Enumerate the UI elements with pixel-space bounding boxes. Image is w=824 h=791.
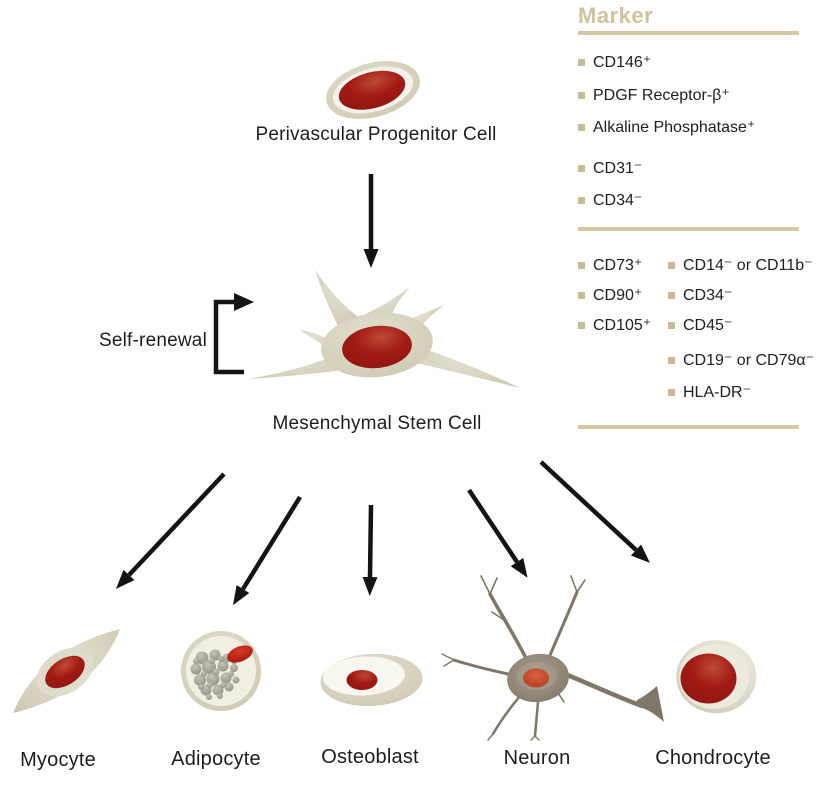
marker-item: CD34⁻ [578, 190, 642, 210]
bullet-square-icon [668, 291, 675, 299]
perivascular-progenitor-cell-graphic [326, 61, 420, 119]
marker-item: CD34⁻ [668, 285, 732, 305]
marker-item-label: CD34⁻ [683, 287, 733, 304]
axon-terminal [636, 686, 664, 722]
arrow-to-osteoblast [362, 504, 378, 596]
bullet-square-icon [578, 196, 585, 204]
marker-item: Alkaline Phosphatase⁺ [578, 117, 755, 137]
marker-item-label: Alkaline Phosphatase⁺ [593, 119, 756, 136]
marker-item: CD19⁻ or CD79α⁻ [668, 350, 814, 370]
bullet-square-icon [668, 356, 675, 364]
myocyte-graphic [13, 629, 120, 713]
adipocyte-graphic [181, 631, 261, 711]
marker-item-label: CD90⁺ [593, 287, 643, 304]
marker-item-label: CD73⁺ [593, 257, 643, 274]
dendrites [441, 575, 586, 741]
marker-item: CD45⁻ [668, 315, 732, 335]
marker-item: CD14⁻ or CD11b⁻ [668, 255, 813, 275]
marker-item: CD105⁺ [578, 315, 651, 335]
arrow-to-adipocyte [232, 495, 302, 606]
marker-item: PDGF Receptor-β⁺ [578, 85, 730, 105]
bullet-square-icon [668, 388, 675, 396]
myocyte-label: Myocyte [20, 749, 96, 771]
osteoblast-graphic [320, 653, 423, 707]
marker-item: CD73⁺ [578, 255, 642, 275]
marker-item-label: CD34⁻ [593, 192, 643, 209]
chondrocyte-graphic [676, 640, 757, 714]
self-renewal-arrow [213, 293, 254, 375]
marker-item: CD146⁺ [578, 52, 651, 72]
marker-item-label: CD105⁺ [593, 317, 652, 334]
cell-nucleus [227, 645, 253, 663]
bullet-square-icon [578, 321, 585, 329]
bullet-square-icon [578, 123, 585, 131]
arrow-to-neuron [467, 488, 528, 578]
mesenchymal-stem-cell-graphic [248, 270, 520, 388]
marker-item: CD90⁺ [578, 285, 642, 305]
marker-divider-top [578, 31, 799, 35]
bullet-square-icon [578, 58, 585, 66]
lipid-droplets [190, 649, 240, 700]
differentiation-arrows [115, 460, 650, 606]
neuron-graphic [441, 575, 664, 741]
adipocyte-label: Adipocyte [171, 748, 261, 770]
marker-item-label: CD19⁻ or CD79α⁻ [683, 352, 815, 369]
marker-panel: Marker CD146⁺ PDGF Receptor-β⁺ Alkaline … [570, 0, 824, 445]
marker-item: HLA-DR⁻ [668, 382, 751, 402]
perivascular-progenitor-cell-label: Perivascular Progenitor Cell [255, 124, 497, 145]
cell-nucleus [338, 70, 406, 110]
cell-nucleus [346, 670, 378, 690]
marker-divider-bottom [578, 425, 799, 429]
chondrocyte-label: Chondrocyte [655, 747, 771, 769]
arrow-to-myocyte [115, 472, 226, 589]
bullet-square-icon [578, 261, 585, 269]
cell-nucleus [342, 325, 412, 369]
neuron-label: Neuron [503, 747, 571, 769]
bullet-square-icon [668, 321, 675, 329]
cell-nucleus [45, 655, 85, 689]
marker-item-label: CD14⁻ or CD11b⁻ [683, 257, 813, 274]
mesenchymal-stem-cell-label: Mesenchymal Stem Cell [272, 413, 482, 434]
osteoblast-label: Osteoblast [321, 746, 419, 768]
marker-divider-middle [578, 227, 799, 231]
marker-item-label: PDGF Receptor-β⁺ [593, 87, 730, 104]
marker-item-label: CD146⁺ [593, 54, 652, 71]
self-renewal-label: Self-renewal [98, 330, 207, 351]
marker-item-label: HLA-DR⁻ [683, 384, 752, 401]
cell-nucleus [523, 668, 549, 688]
axon [557, 669, 645, 709]
marker-item-label: CD45⁻ [683, 317, 733, 334]
arrow-to-chondrocyte [539, 460, 650, 563]
bullet-square-icon [578, 91, 585, 99]
bullet-square-icon [578, 291, 585, 299]
bullet-square-icon [668, 261, 675, 269]
cell-nucleus [680, 653, 737, 704]
marker-item: CD31⁻ [578, 158, 642, 178]
marker-panel-title: Marker [578, 3, 654, 28]
bullet-square-icon [578, 164, 585, 172]
marker-item-label: CD31⁻ [593, 160, 643, 177]
